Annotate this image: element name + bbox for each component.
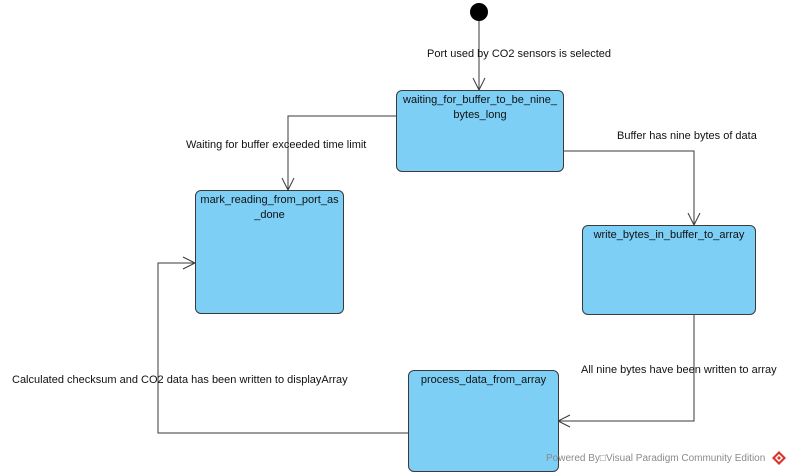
transition-line-process-to-mark[interactable]	[157, 262, 408, 434]
state-mark-reading-done-name: mark_reading_from_port_as_done	[200, 194, 339, 221]
powered-by-watermark: Powered By□Visual Paradigm Community Edi…	[546, 453, 766, 464]
state-process-data-from-array[interactable]: process_data_from_array	[408, 370, 559, 472]
transition-line-write-to-process[interactable]	[558, 314, 695, 422]
initial-node[interactable]	[470, 3, 488, 21]
state-waiting-for-buffer[interactable]: waiting_for_buffer_to_be_nine_bytes_long	[396, 90, 564, 172]
state-write-bytes-to-array-name: write_bytes_in_buffer_to_array	[593, 229, 745, 241]
state-mark-reading-done[interactable]: mark_reading_from_port_as_done	[195, 190, 344, 314]
transition-label-waiting-to-write[interactable]: Buffer has nine bytes of data	[617, 130, 757, 142]
transition-label-waiting-to-mark[interactable]: Waiting for buffer exceeded time limit	[186, 139, 367, 151]
transition-label-process-to-mark[interactable]: Calculated checksum and CO2 data has bee…	[12, 374, 348, 386]
visual-paradigm-logo-icon	[772, 451, 786, 465]
transition-line-waiting-to-mark[interactable]	[287, 115, 396, 190]
state-write-bytes-to-array[interactable]: write_bytes_in_buffer_to_array	[582, 225, 756, 315]
state-process-data-from-array-name: process_data_from_array	[420, 374, 547, 386]
transition-label-write-to-process[interactable]: All nine bytes have been written to arra…	[581, 364, 777, 376]
transition-label-initial-to-waiting[interactable]: Port used by CO2 sensors is selected	[427, 48, 612, 60]
transition-line-waiting-to-write[interactable]	[563, 150, 695, 225]
state-waiting-for-buffer-name: waiting_for_buffer_to_be_nine_bytes_long	[403, 94, 557, 121]
